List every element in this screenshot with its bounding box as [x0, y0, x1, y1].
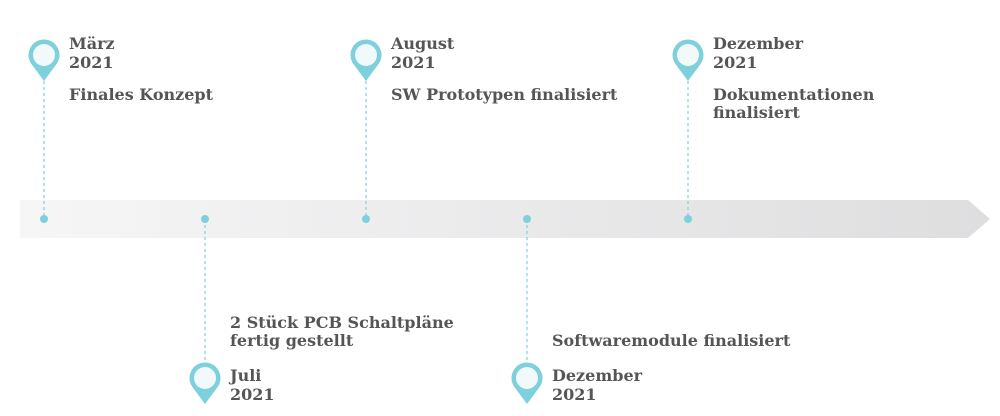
milestone-year: 2021: [69, 53, 114, 72]
pin-inner-circle: [194, 367, 216, 389]
milestone-description-line: finalisiert: [713, 103, 800, 122]
milestone-description-line: SW Prototypen finalisiert: [391, 85, 618, 104]
map-pin-icon: [350, 39, 382, 81]
milestone-description-line: Finales Konzept: [69, 85, 213, 104]
timeline-arrow-bar: [20, 200, 990, 238]
milestone-description: SW Prototypen finalisiert: [391, 86, 617, 104]
milestone-month: Juli: [230, 366, 262, 385]
milestone-month: August: [391, 34, 455, 53]
map-pin-icon: [28, 39, 60, 81]
milestone-dot: [362, 215, 370, 223]
milestone-dot: [523, 215, 531, 223]
pin-inner-circle: [33, 44, 55, 66]
milestone-dot: [684, 215, 692, 223]
milestone-month: Dezember: [552, 366, 643, 385]
milestone-dot: [201, 215, 209, 223]
pin-inner-circle: [677, 44, 699, 66]
milestone-description-line: fertig gestellt: [230, 331, 354, 350]
milestone-month: März: [69, 34, 115, 53]
milestone-month: Dezember: [713, 34, 804, 53]
milestone-description-line: Dokumentationen: [713, 85, 875, 104]
milestone-description-line: Softwaremodule finalisiert: [552, 331, 791, 350]
pin-inner-circle: [516, 367, 538, 389]
map-pin-icon: [189, 362, 221, 404]
map-pin-icon: [672, 39, 704, 81]
map-pin-icon: [511, 362, 543, 404]
milestone-year: 2021: [713, 53, 758, 72]
milestone-year: 2021: [391, 53, 436, 72]
milestone-year: 2021: [552, 385, 597, 404]
milestone-description: Softwaremodule finalisiert: [552, 332, 790, 350]
milestone-year: 2021: [230, 385, 275, 404]
milestone-description: Finales Konzept: [69, 86, 213, 104]
milestone-dot: [40, 215, 48, 223]
pin-inner-circle: [355, 44, 377, 66]
milestone-description-line: 2 Stück PCB Schaltpläne: [230, 313, 454, 332]
